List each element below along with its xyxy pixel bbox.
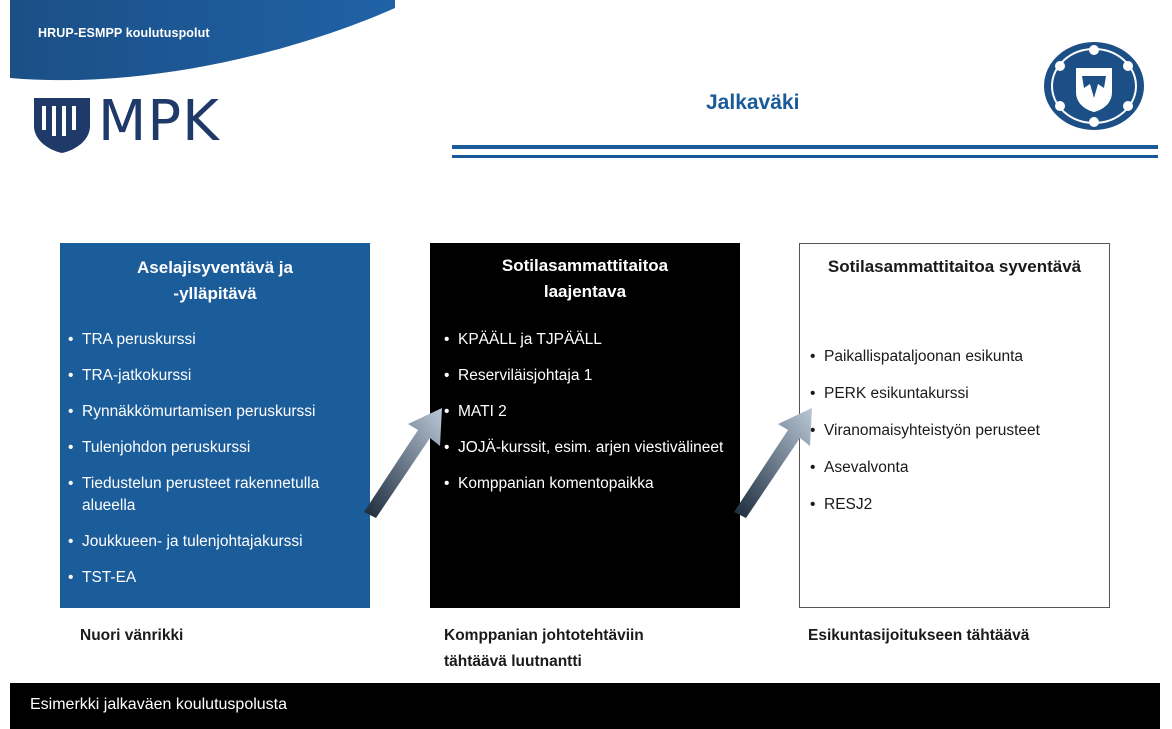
list-item: Tulenjohdon peruskurssi	[68, 437, 368, 459]
list-item: PERK esikuntakurssi	[810, 383, 1105, 405]
column-caption: Esikuntasijoitukseen tähtäävä	[808, 627, 1030, 644]
list-item: JOJÄ-kurssit, esim. arjen viestivälineet	[444, 437, 734, 459]
list-item: Asevalvonta	[810, 457, 1105, 479]
mpk-shield-icon	[34, 98, 90, 153]
progress-arrow-icon	[364, 408, 442, 518]
list-item: Joukkueen- ja tulenjohtajakurssi	[68, 531, 368, 553]
column-caption: Nuori vänrikki	[80, 627, 184, 644]
list-item: KPÄÄLL ja TJPÄÄLL	[444, 329, 734, 351]
list-item: MATI 2	[444, 401, 734, 423]
column-box-laajentava: Sotilasammattitaitoa laajentava KPÄÄLL j…	[430, 243, 740, 608]
list-item: TRA peruskurssi	[68, 329, 368, 351]
list-item: RESJ2	[810, 494, 1105, 516]
list-item: Tiedustelun perusteet rakennetulla aluee…	[68, 473, 368, 517]
progress-arrow-icon	[734, 408, 812, 518]
header-swoosh	[10, 0, 395, 81]
list-item: Reserviläisjohtaja 1	[444, 365, 734, 387]
list-item: TST-EA	[68, 567, 368, 589]
column-box-syventava: Sotilasammattitaitoa syventävä Paikallis…	[799, 243, 1110, 608]
column-box-aselaji: Aselajisyventävä ja -ylläpitävä TRA peru…	[60, 243, 370, 608]
header-label: HRUP-ESMPP koulutuspolut	[38, 26, 210, 40]
title-rule	[452, 155, 1158, 158]
column-title: Sotilasammattitaitoa laajentava	[501, 256, 669, 301]
column-title: Sotilasammattitaitoa syventävä	[827, 257, 1082, 276]
column-caption: Komppanian johtotehtäviin tähtäävä luutn…	[444, 627, 644, 670]
column-title: Aselajisyventävä ja -ylläpitävä	[137, 258, 293, 303]
mpk-logo: MPK	[32, 89, 232, 156]
list-item: Viranomaisyhteistyön perusteet	[810, 420, 1105, 442]
list-item: TRA-jatkokurssi	[68, 365, 368, 387]
list-item: Paikallispataljoonan esikunta	[810, 346, 1105, 368]
crest-icon	[1044, 42, 1144, 130]
list-item: Komppanian komentopaikka	[444, 473, 734, 495]
footer-text: Esimerkki jalkaväen koulutuspolusta	[30, 696, 288, 713]
footer-bar: Esimerkki jalkaväen koulutuspolusta	[10, 683, 1160, 729]
title-rule	[452, 145, 1158, 149]
logo-text: MPK	[98, 89, 220, 154]
list-item: Rynnäkkömurtamisen peruskurssi	[68, 401, 368, 423]
page-title: Jalkaväki	[706, 91, 800, 114]
